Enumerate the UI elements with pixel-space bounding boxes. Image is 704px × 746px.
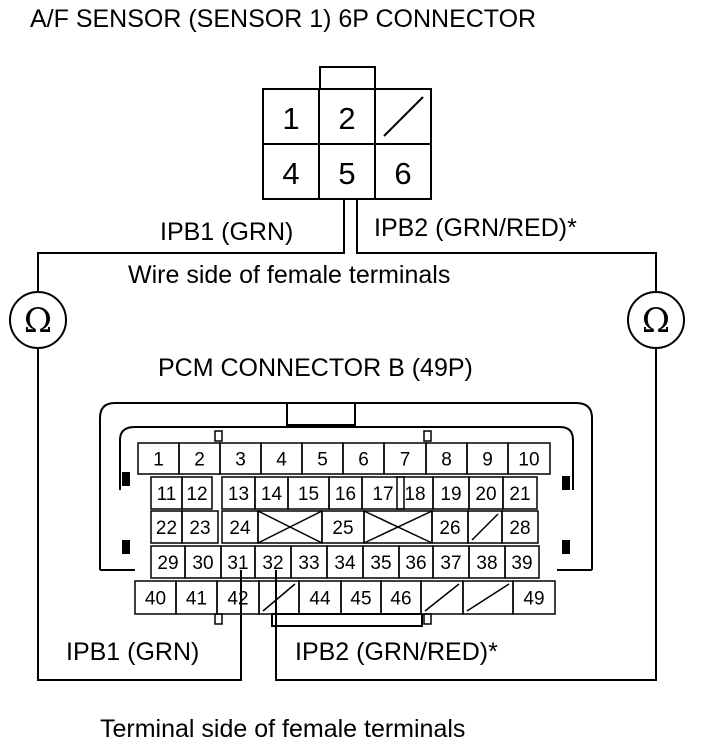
pcm-pin-13: 13 (228, 484, 249, 505)
pcm-pin-7: 7 (400, 450, 411, 471)
pcm-key-2 (423, 430, 432, 442)
af-pin-4: 4 (282, 156, 299, 191)
pcm-bottom-tab (271, 613, 423, 627)
pcm-pin-44: 44 (309, 589, 331, 610)
af-pin-5: 5 (338, 156, 355, 191)
pcm-pin-9: 9 (482, 450, 493, 471)
af-pin-6: 6 (394, 156, 411, 191)
pcm-pin-40: 40 (145, 589, 166, 610)
terminal-side-caption: Terminal side of female terminals (100, 715, 465, 743)
pcm-pin-29: 29 (157, 553, 178, 574)
pcm-pin-28: 28 (509, 518, 530, 539)
pcm-latch-left-lower (122, 540, 130, 554)
pcm-pin-41: 41 (186, 589, 207, 610)
ohmmeter-right: Ω (627, 291, 685, 349)
pcm-cavity (361, 476, 405, 510)
pcm-pin-49: 49 (523, 589, 544, 610)
pcm-pin-17: 17 (372, 484, 393, 505)
pcm-pin-30: 30 (192, 553, 213, 574)
pcm-empty-cavity-slash (466, 583, 510, 612)
wire-ipb2-lower (275, 348, 657, 681)
af-connector-lock-tab (319, 66, 376, 90)
pcm-key-1 (214, 430, 223, 442)
pcm-pin-26: 26 (439, 518, 460, 539)
pcm-pin-34: 34 (334, 553, 356, 574)
pcm-pin-20: 20 (475, 484, 496, 505)
ipb2-bottom-label: IPB2 (GRN/RED)* (295, 638, 498, 666)
ohmmeter-left: Ω (9, 291, 67, 349)
pcm-key-4 (423, 613, 432, 625)
pcm-pin-31: 31 (227, 553, 248, 574)
pcm-pin-16: 16 (335, 484, 356, 505)
pcm-pin-42: 42 (227, 589, 248, 610)
pcm-empty-cavity-slash (471, 513, 499, 541)
ipb1-bottom-label: IPB1 (GRN) (66, 638, 199, 666)
wire-ipb2-upper (356, 199, 657, 292)
pcm-pin-1: 1 (153, 450, 164, 471)
pcm-latch-right-lower (562, 540, 570, 554)
pcm-pin-5: 5 (317, 450, 328, 471)
pcm-pin-24: 24 (229, 518, 251, 539)
af-empty-cavity-slash (383, 96, 424, 137)
ipb1-top-label: IPB1 (GRN) (160, 218, 293, 246)
pcm-cavity (502, 476, 538, 510)
pcm-pin-23: 23 (189, 518, 210, 539)
pcm-pin-11: 11 (157, 484, 177, 505)
af-pin-2: 2 (338, 101, 355, 136)
pcm-outer-shell (99, 402, 593, 570)
ipb2-top-label: IPB2 (GRN/RED)* (374, 214, 577, 242)
pcm-cavity (512, 580, 556, 615)
pcm-pin-14: 14 (261, 484, 283, 505)
ohmmeter-right-circle (627, 291, 685, 349)
af-pin-1: 1 (282, 101, 299, 136)
pcm-pin-37: 37 (440, 553, 461, 574)
pcm-pin-33: 33 (298, 553, 319, 574)
pcm-pin-38: 38 (476, 553, 497, 574)
pcm-empty-cavity-slash (424, 583, 460, 612)
pcm-pin-32: 32 (262, 553, 283, 574)
pcm-cavity (504, 545, 540, 579)
pcm-pin-15: 15 (298, 484, 319, 505)
pcm-pin-39: 39 (511, 553, 532, 574)
pcm-blocked-cavity-mark (363, 510, 433, 544)
af-sensor-title: A/F SENSOR (SENSOR 1) 6P CONNECTOR (30, 5, 536, 33)
pcm-cavity (501, 510, 539, 544)
pcm-cavity (181, 476, 213, 510)
pcm-pin-35: 35 (370, 553, 391, 574)
pcm-pin-25: 25 (332, 518, 353, 539)
pcm-pin-36: 36 (405, 553, 426, 574)
wire-ipb1-lower (37, 348, 242, 681)
pcm-latch-left-upper (122, 472, 130, 486)
pcm-connector-title: PCM CONNECTOR B (49P) (158, 354, 473, 382)
pcm-empty-cavity-slash (262, 583, 296, 612)
pcm-latch-right-upper (562, 476, 570, 490)
pcm-connector-lock-tab (286, 402, 356, 426)
pcm-pin-12: 12 (186, 484, 207, 505)
pcm-inner-shell (119, 426, 574, 490)
pcm-pin-22: 22 (156, 518, 177, 539)
pcm-pin-2: 2 (194, 450, 205, 471)
wire-side-caption: Wire side of female terminals (128, 261, 450, 289)
pcm-pin-46: 46 (390, 589, 411, 610)
pcm-pin-3: 3 (235, 450, 246, 471)
pcm-cavity (181, 510, 219, 544)
af-sensor-connector: 1 2 4 5 6 (262, 66, 432, 200)
pcm-pin-18: 18 (404, 484, 425, 505)
ohm-icon: Ω (24, 301, 52, 341)
pcm-cavity (507, 442, 551, 475)
ohmmeter-left-circle (9, 291, 67, 349)
pcm-pin-21: 21 (509, 484, 530, 505)
pcm-pin-10: 10 (518, 450, 539, 471)
pcm-pin-45: 45 (350, 589, 371, 610)
pcm-pin-19: 19 (440, 484, 461, 505)
ohm-icon: Ω (642, 301, 670, 341)
wire-ipb1-upper (37, 199, 345, 292)
pcm-key-3 (214, 613, 223, 625)
pcm-blocked-cavity-mark (257, 510, 323, 544)
pcm-pin-6: 6 (358, 450, 369, 471)
pcm-pin-8: 8 (441, 450, 452, 471)
pcm-pin-4: 4 (276, 450, 287, 471)
